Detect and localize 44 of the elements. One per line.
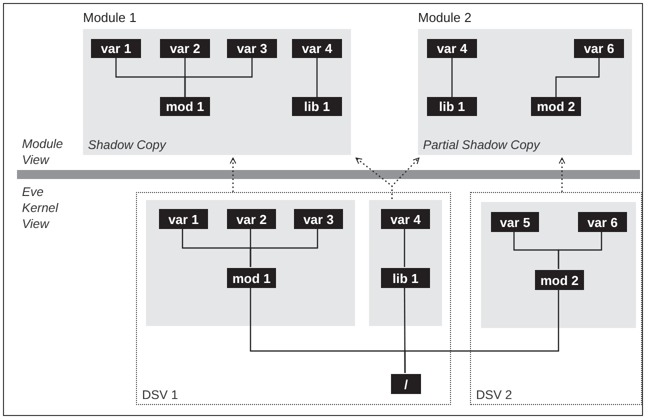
arrow — [558, 158, 566, 192]
connector-line — [404, 228, 406, 267]
item-block: mod 1 — [227, 268, 276, 288]
group-panel — [369, 200, 442, 326]
item-block: lib 1 — [292, 97, 342, 116]
item-block: var 2 — [227, 209, 276, 229]
item-block: var 6 — [578, 212, 627, 232]
connector-line — [451, 58, 453, 97]
module-title: Module 2 — [418, 10, 472, 25]
connector-line — [316, 58, 318, 97]
item-block: var 1 — [159, 209, 208, 229]
item-block: var 5 — [491, 212, 539, 232]
region-label: DSV 2 — [476, 388, 512, 402]
item-block: var 3 — [227, 39, 277, 58]
item-block: var 2 — [160, 39, 210, 58]
item-block: var 6 — [574, 39, 624, 58]
item-block: var 4 — [381, 209, 430, 229]
connector-line — [184, 58, 253, 97]
item-block: var 4 — [427, 39, 477, 58]
connector-line — [555, 58, 600, 97]
group-panel — [481, 202, 636, 328]
dsv-region — [470, 192, 642, 405]
connector-line — [404, 289, 560, 373]
item-block: / — [391, 374, 421, 394]
connector-line — [250, 228, 318, 267]
item-block: var 4 — [292, 39, 342, 58]
item-block: var 3 — [294, 209, 343, 229]
arrow — [391, 158, 420, 199]
group-panel — [146, 200, 355, 326]
module-title: Module 1 — [83, 10, 136, 25]
item-block: mod 2 — [531, 97, 581, 116]
region-label: DSV 1 — [142, 388, 178, 402]
dsv-region — [136, 192, 451, 405]
copy-type-label: Shadow Copy — [88, 138, 166, 152]
item-block: var 1 — [91, 39, 141, 58]
item-block: lib 1 — [427, 97, 477, 116]
arrow — [230, 158, 236, 192]
item-block: mod 1 — [160, 97, 210, 116]
item-block: lib 1 — [381, 268, 430, 288]
copy-type-label: Partial Shadow Copy — [423, 138, 540, 152]
connector-line — [558, 231, 602, 269]
layer-label: Module View — [22, 136, 64, 168]
layer-label: Eve Kernel View — [22, 184, 60, 232]
item-block: mod 2 — [535, 270, 584, 290]
